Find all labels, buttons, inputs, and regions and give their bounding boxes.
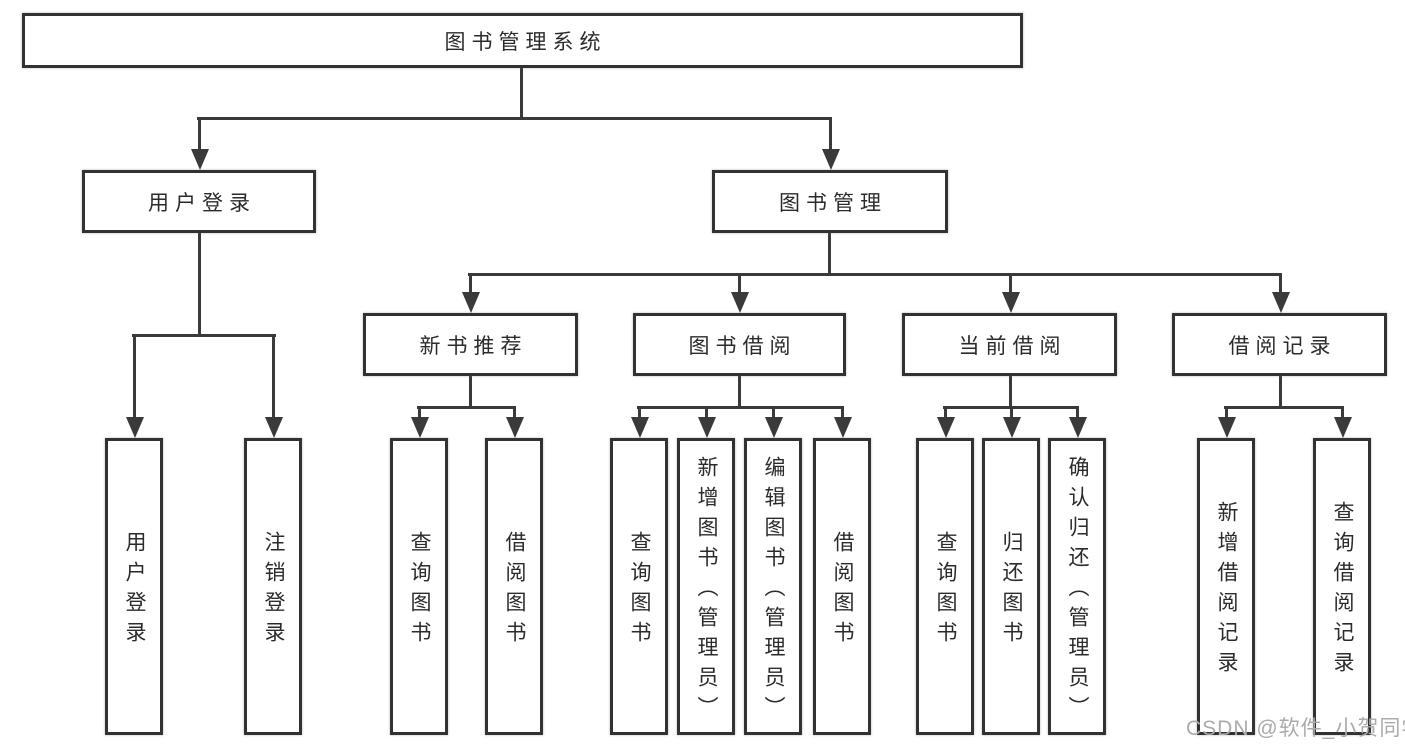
node-label: 归还图书 [1000, 531, 1023, 651]
node-label: 查询图书 [934, 531, 957, 651]
arrow-down-icon [833, 406, 852, 438]
connector-line [468, 273, 1282, 276]
connector-line [828, 233, 831, 276]
connector-line [520, 68, 523, 120]
node-label: 查询图书 [628, 531, 651, 651]
connector-line [1279, 376, 1282, 409]
node-root: 图书管理系统 [22, 13, 1023, 68]
node-label: 查询借阅记录 [1331, 501, 1354, 681]
leaf-add-borrow-record: 新增借阅记录 [1197, 438, 1255, 735]
leaf-logout: 注销登录 [244, 438, 302, 735]
node-label: 借阅图书 [503, 531, 526, 651]
leaf-borrow-books-1: 借阅图书 [485, 438, 543, 735]
arrow-down-icon [1002, 406, 1021, 438]
node-label: 查询图书 [408, 531, 431, 651]
node-label: 用户登录 [123, 531, 146, 651]
node-new-book-recommendation: 新书推荐 [363, 313, 578, 376]
arrow-down-icon [505, 406, 524, 438]
arrow-down-icon [821, 117, 840, 170]
leaf-edit-books-admin: 编辑图书（管理员） [744, 438, 802, 735]
connector-line [197, 117, 832, 120]
node-label: 新书推荐 [419, 334, 528, 358]
arrow-down-icon [410, 406, 429, 438]
arrow-down-icon [730, 273, 749, 313]
arrow-down-icon [264, 334, 283, 438]
leaf-return-books: 归还图书 [982, 438, 1040, 735]
node-book-borrowing: 图书借阅 [633, 313, 846, 376]
leaf-borrow-books-2: 借阅图书 [813, 438, 871, 735]
arrow-down-icon [630, 406, 649, 438]
leaf-add-books-admin: 新增图书（管理员） [677, 438, 735, 735]
node-label: 图书管理系统 [444, 30, 607, 54]
node-label: 新增借阅记录 [1215, 501, 1238, 681]
node-current-borrowing: 当前借阅 [902, 313, 1117, 376]
leaf-confirm-return-admin: 确认归还（管理员） [1048, 438, 1106, 735]
node-label: 借阅记录 [1228, 334, 1337, 358]
arrow-down-icon [190, 117, 209, 170]
arrow-down-icon [1271, 273, 1290, 313]
connector-line [738, 376, 741, 409]
arrow-down-icon [1333, 406, 1352, 438]
node-label: 借阅图书 [831, 531, 854, 651]
connector-line [1009, 376, 1012, 409]
arrow-down-icon [936, 406, 955, 438]
arrow-down-icon [764, 406, 783, 438]
connector-line [417, 406, 516, 409]
leaf-user-login: 用户登录 [105, 438, 163, 735]
node-label: 当前借阅 [958, 334, 1067, 358]
watermark-text: CSDN @软件_小贺同学 [1186, 717, 1405, 740]
leaf-query-books-3: 查询图书 [916, 438, 974, 735]
node-label: 注销登录 [262, 531, 285, 651]
connector-line [637, 406, 844, 409]
arrow-down-icon [697, 406, 716, 438]
arrow-down-icon [125, 334, 144, 438]
connector-line [1224, 406, 1344, 409]
arrow-down-icon [1217, 406, 1236, 438]
arrow-down-icon [1068, 406, 1087, 438]
node-label: 确认归还（管理员） [1066, 456, 1089, 726]
leaf-query-borrow-record: 查询借阅记录 [1313, 438, 1371, 735]
connector-line [198, 233, 201, 337]
arrow-down-icon [461, 273, 480, 313]
leaf-query-books-1: 查询图书 [390, 438, 448, 735]
node-borrowing-records: 借阅记录 [1172, 313, 1387, 376]
node-label: 用户登录 [148, 191, 256, 215]
connector-line [469, 376, 472, 409]
node-label: 图书管理 [779, 191, 887, 215]
leaf-query-books-2: 查询图书 [610, 438, 668, 735]
node-label: 新增图书（管理员） [695, 456, 718, 726]
arrow-down-icon [1001, 273, 1020, 313]
node-user-login: 用户登录 [82, 170, 316, 233]
connector-line [132, 334, 276, 337]
node-book-management: 图书管理 [712, 170, 948, 233]
node-label: 图书借阅 [688, 334, 797, 358]
node-label: 编辑图书（管理员） [762, 456, 785, 726]
